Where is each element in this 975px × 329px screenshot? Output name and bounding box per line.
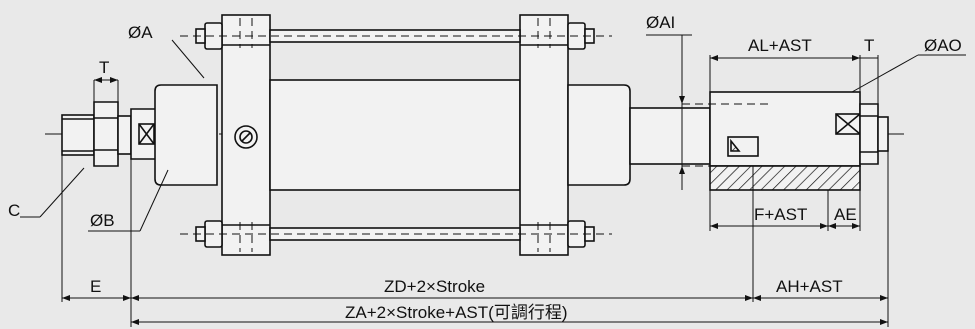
label-ah-ast: AH+AST	[776, 277, 843, 296]
arrowheads	[62, 55, 888, 325]
label-e: E	[90, 277, 101, 296]
adjuster-housing	[709, 91, 889, 191]
piston-rod	[629, 107, 711, 165]
label-za: ZA+2×Stroke+AST(可調行程)	[345, 303, 567, 322]
label-t-right: T	[864, 36, 874, 55]
label-f-ast: F+AST	[754, 205, 807, 224]
cylinder-body	[154, 14, 631, 256]
label-c: C	[8, 201, 20, 220]
label-al-ast: AL+AST	[748, 36, 812, 55]
label-t-left: T	[99, 58, 109, 77]
label-phi-ao: ØAO	[924, 36, 962, 55]
label-phi-ai: ØAI	[646, 13, 675, 32]
label-phi-b: ØB	[90, 211, 115, 230]
label-phi-a: ØA	[128, 23, 153, 42]
mounting-pin	[234, 125, 258, 149]
adjuster-hidden-lines	[682, 103, 770, 167]
label-ae: AE	[834, 205, 857, 224]
tie-rod-hidden-lines	[180, 18, 612, 252]
left-port-fitting	[61, 101, 162, 167]
label-zd: ZD+2×Stroke	[384, 277, 485, 296]
dimension-lines	[20, 34, 966, 327]
